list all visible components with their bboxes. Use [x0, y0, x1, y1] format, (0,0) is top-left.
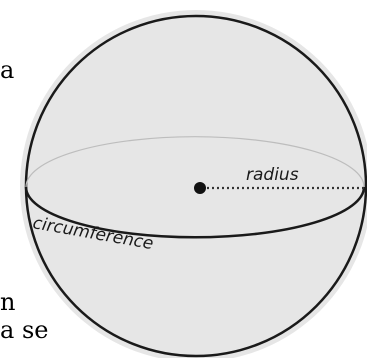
text-fragment-bottom: a se	[0, 316, 49, 344]
radius-label: radius	[246, 165, 299, 185]
text-fragment-middle: n	[0, 288, 16, 316]
text-fragment-top: a	[0, 56, 15, 84]
equator-back-arc	[25, 136, 365, 188]
center-point	[194, 182, 206, 194]
equator-front-arc	[24, 186, 366, 239]
